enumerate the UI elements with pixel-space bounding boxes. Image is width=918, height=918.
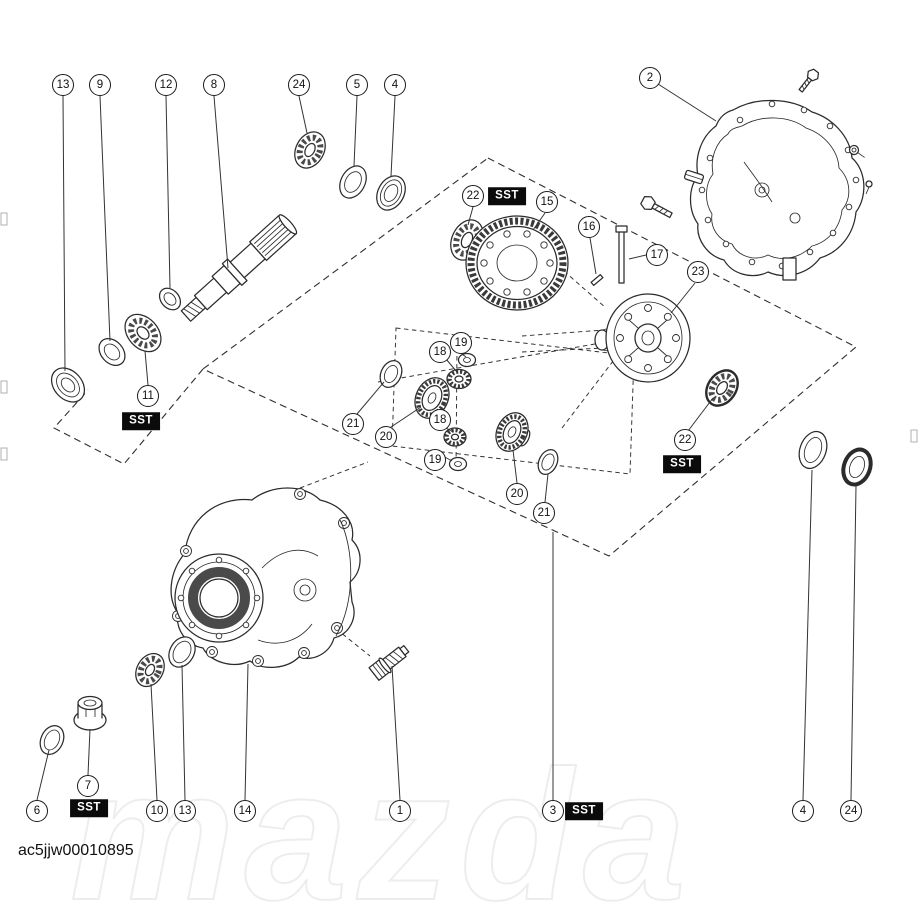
projection-plane-outline (53, 157, 857, 557)
bearing-24 (294, 131, 326, 169)
callout-1: 1 (389, 800, 411, 822)
sst-label: SST (565, 802, 603, 820)
side-gear-20-right (495, 412, 531, 452)
washer-19-upper (457, 352, 477, 368)
side-seals-drawing (798, 430, 873, 487)
callout-18: 18 (429, 409, 451, 431)
washer-5 (339, 165, 367, 199)
callout-22: 22 (462, 185, 484, 207)
washer-19-lower (448, 456, 468, 472)
callout-17: 17 (646, 244, 668, 266)
callout-22: 22 (674, 429, 696, 451)
pinion-gear-18-upper (446, 368, 472, 390)
rear-cover-drawing (640, 68, 873, 281)
callout-13: 13 (174, 800, 196, 822)
callout-15: 15 (536, 191, 558, 213)
sst-label: SST (122, 412, 160, 430)
callout-6: 6 (26, 800, 48, 822)
carrier-housing-drawing (39, 461, 410, 755)
washer-6 (39, 725, 65, 755)
cover-screw-icon (848, 144, 865, 158)
pinion-shaft-drawing (50, 214, 298, 403)
pin-16 (590, 273, 604, 287)
callout-5: 5 (346, 74, 368, 96)
seal-4-right (798, 430, 828, 470)
callout-24: 24 (840, 800, 862, 822)
thrust-washer-21-right (537, 448, 559, 476)
callout-19: 19 (450, 332, 472, 354)
callout-12: 12 (155, 74, 177, 96)
bearing-22-right (705, 369, 739, 407)
figure-code: ac5jjw00010895 (18, 842, 134, 859)
shim-12 (158, 287, 182, 311)
callout-24: 24 (288, 74, 310, 96)
callout-13: 13 (52, 74, 74, 96)
scan-artifact-marks (0, 212, 918, 461)
callout-21: 21 (533, 502, 555, 524)
callout-23: 23 (687, 261, 709, 283)
ring-gear-15 (465, 215, 569, 311)
callout-7: 7 (77, 775, 99, 797)
side-gear-20-left (414, 377, 450, 419)
callout-2: 2 (639, 67, 661, 89)
seal-24-right (841, 447, 873, 487)
seal-4 (376, 175, 406, 211)
callout-8: 8 (203, 74, 225, 96)
differential-case-drawing (594, 293, 739, 407)
leader-lines (36, 83, 857, 801)
bearing-10 (135, 652, 165, 688)
companion-parts-drawing (294, 131, 406, 211)
callout-14: 14 (234, 800, 256, 822)
callout-3: 3 (542, 800, 564, 822)
thrust-washer-21-left (379, 360, 403, 388)
callout-4: 4 (792, 800, 814, 822)
callout-4: 4 (384, 74, 406, 96)
lock-bolt-17 (615, 225, 628, 284)
oil-seal-13 (50, 367, 86, 403)
callout-9: 9 (89, 74, 111, 96)
oil-seal-13-lower (168, 636, 196, 668)
bearing-11 (124, 313, 162, 353)
drain-plug-1 (368, 644, 410, 681)
cover-side-bolt-icon (640, 196, 673, 219)
callout-19: 19 (424, 449, 446, 471)
cover-clip-icon (683, 169, 705, 185)
lock-nut-7 (73, 695, 107, 731)
cover-bolt-icon (798, 68, 820, 93)
callout-16: 16 (578, 216, 600, 238)
sst-label: SST (488, 187, 526, 205)
spacer-9 (98, 338, 126, 366)
callout-11: 11 (137, 385, 159, 407)
callout-20: 20 (375, 426, 397, 448)
callout-20: 20 (506, 483, 528, 505)
diff-gears-drawing (379, 352, 559, 476)
callout-18: 18 (429, 341, 451, 363)
sst-label: SST (663, 455, 701, 473)
callout-10: 10 (146, 800, 168, 822)
callout-21: 21 (342, 413, 364, 435)
sst-label: SST (70, 799, 108, 817)
pinion-gear-18-lower (443, 427, 467, 447)
ring-gear-drawing (450, 215, 628, 311)
